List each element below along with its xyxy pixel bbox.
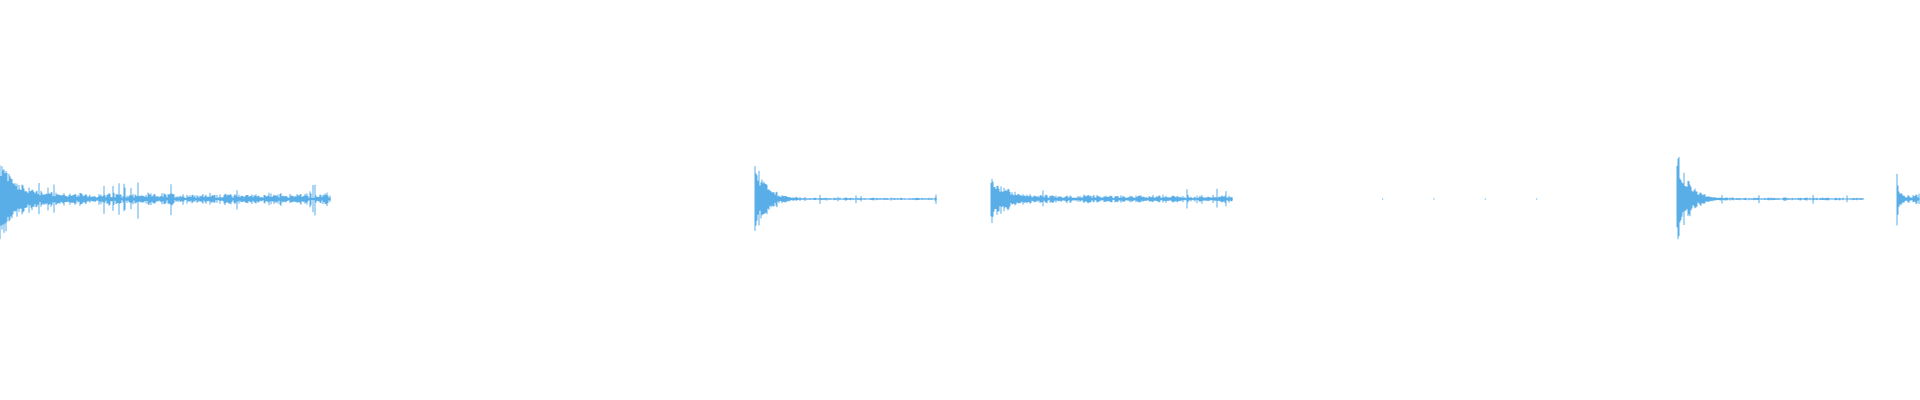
waveform-sample-dot: [1536, 198, 1538, 200]
waveform-burst: [1896, 173, 1920, 226]
waveform-burst: [990, 178, 1233, 223]
waveform-traces: [0, 157, 1920, 240]
waveform-sample-dot: [1382, 198, 1384, 200]
waveform-sample-dot: [1433, 198, 1435, 200]
waveform-sample-dot: [1484, 198, 1486, 200]
waveform-burst: [754, 166, 937, 231]
waveform-burst: [0, 165, 331, 240]
waveform-burst: [1676, 157, 1864, 240]
